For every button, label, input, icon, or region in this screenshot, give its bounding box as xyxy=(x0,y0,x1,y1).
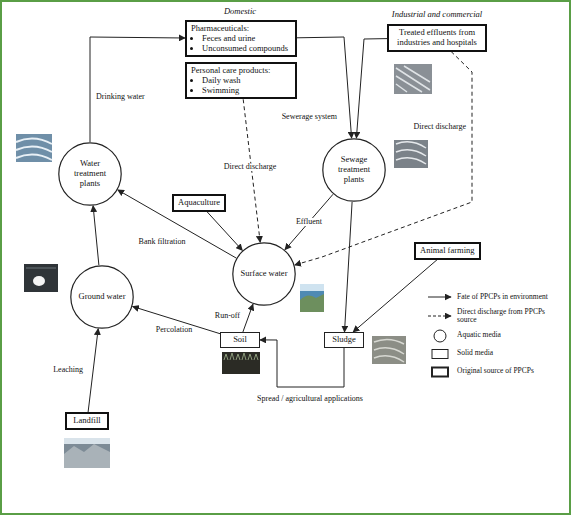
legend-text: Aquatic media xyxy=(457,331,557,339)
photo-thumbnail xyxy=(300,284,324,312)
legend-row: Aquatic media xyxy=(427,329,565,343)
source-box: Personal care products:Daily washSwimmin… xyxy=(185,62,297,99)
bullet-list: Daily washSwimming xyxy=(191,76,291,96)
media-box: Soil xyxy=(220,332,260,348)
node-text: Soil xyxy=(225,335,255,345)
flow-arrow xyxy=(356,39,387,139)
legend-circle xyxy=(434,330,446,342)
circle-outline xyxy=(323,139,385,201)
node-text: Water treatment plants xyxy=(63,159,117,188)
node-text: Aquaculture xyxy=(178,198,220,208)
media-circle: Sewage treatment plants xyxy=(322,138,386,202)
flow-arrow xyxy=(297,37,352,138)
node-text: Pharmaceuticals: xyxy=(191,24,291,34)
legend-sample xyxy=(427,290,453,304)
edge-label: Direct discharge xyxy=(223,163,278,172)
legend-arrow xyxy=(428,316,451,317)
legend-text: Solid media xyxy=(457,349,557,357)
flow-arrow xyxy=(345,202,353,332)
photo-thumbnail xyxy=(64,438,110,468)
circle-text: Sewage treatment plants xyxy=(327,155,381,184)
source-box: Animal farming xyxy=(414,242,481,260)
legend-row: Direct discharge from PPCPs source xyxy=(427,308,565,325)
bullet-item: Unconsumed compounds xyxy=(202,44,291,54)
legend-text: Original source of PPCPs xyxy=(457,367,557,375)
flow-arrow xyxy=(133,307,220,334)
node-text: Surface water xyxy=(237,269,291,279)
source-box: Treated effluents from industries and ho… xyxy=(387,24,487,52)
legend-sample xyxy=(427,309,453,323)
edge-label: Percolation xyxy=(155,326,193,335)
edge-label: Drinking water xyxy=(95,93,146,102)
edge-label: Spread / agricultural applications xyxy=(256,395,364,404)
node-text: Animal farming xyxy=(420,246,475,256)
legend-row: Original source of PPCPs xyxy=(427,365,565,379)
circle-text: Ground water xyxy=(75,292,129,302)
node-text: Personal care products: xyxy=(191,66,291,76)
photo-thumbnail xyxy=(372,336,406,364)
direct-discharge-arrow xyxy=(295,52,472,266)
legend-box xyxy=(432,349,448,358)
group-label: Industrial and commercial xyxy=(392,9,482,19)
source-box: Pharmaceuticals:Feces and urineUnconsume… xyxy=(185,20,297,57)
circle-text: Water treatment plants xyxy=(63,159,117,188)
legend-sample xyxy=(427,347,453,361)
legend: Fate of PPCPs in environmentDirect disch… xyxy=(427,290,565,383)
edge-label: Run-off xyxy=(214,312,241,321)
edge-label: Leaching xyxy=(52,366,84,375)
bullet-item: Swimming xyxy=(202,86,291,96)
photo-thumbnail xyxy=(394,64,432,94)
circle-text: Surface water xyxy=(237,269,291,279)
photo-thumbnail xyxy=(16,134,52,162)
flow-arrow xyxy=(285,194,333,250)
legend-row: Solid media xyxy=(427,347,565,361)
media-box: Sludge xyxy=(324,332,364,348)
photo-thumbnail xyxy=(222,352,260,374)
bullet-item: Daily wash xyxy=(202,76,291,86)
legend-sample xyxy=(427,329,453,343)
node-text: Ground water xyxy=(75,292,129,302)
flow-arrow xyxy=(88,329,98,412)
node-text: Sludge xyxy=(329,335,359,345)
circle-outline xyxy=(71,266,133,328)
edge-label: Sewerage system xyxy=(281,113,338,122)
edge-label: Bank filtration xyxy=(138,238,187,247)
edge-label: Effluent xyxy=(295,218,323,227)
bullet-list: Feces and urineUnconsumed compounds xyxy=(191,34,291,54)
legend-row: Fate of PPCPs in environment xyxy=(427,290,565,304)
photo-thumbnail xyxy=(24,264,58,292)
bullet-item: Feces and urine xyxy=(202,34,291,44)
flow-arrow xyxy=(118,190,237,258)
legend-arrow xyxy=(428,297,451,298)
circle-outline xyxy=(233,243,295,305)
legend-sample xyxy=(427,365,453,379)
legend-text: Direct discharge from PPCPs source xyxy=(457,308,557,325)
legend-text: Fate of PPCPs in environment xyxy=(457,293,557,301)
node-text: Treated effluents from industries and ho… xyxy=(393,28,481,48)
source-box: Landfill xyxy=(65,412,109,430)
flow-arrow xyxy=(353,260,437,332)
media-circle: Ground water xyxy=(70,265,134,329)
media-circle: Water treatment plants xyxy=(58,142,122,206)
photo-thumbnail xyxy=(394,140,428,168)
node-text: Sewage treatment plants xyxy=(327,155,381,184)
flow-arrow xyxy=(243,304,253,332)
circle-outline xyxy=(59,143,121,205)
flow-arrow xyxy=(90,37,185,142)
media-circle: Surface water xyxy=(232,242,296,306)
source-box: Aquaculture xyxy=(172,194,226,212)
group-label: Domestic xyxy=(224,6,256,16)
edge-label: Direct discharge xyxy=(413,123,468,132)
legend-box xyxy=(432,367,448,376)
node-text: Landfill xyxy=(71,416,103,426)
flow-arrow xyxy=(93,206,99,265)
